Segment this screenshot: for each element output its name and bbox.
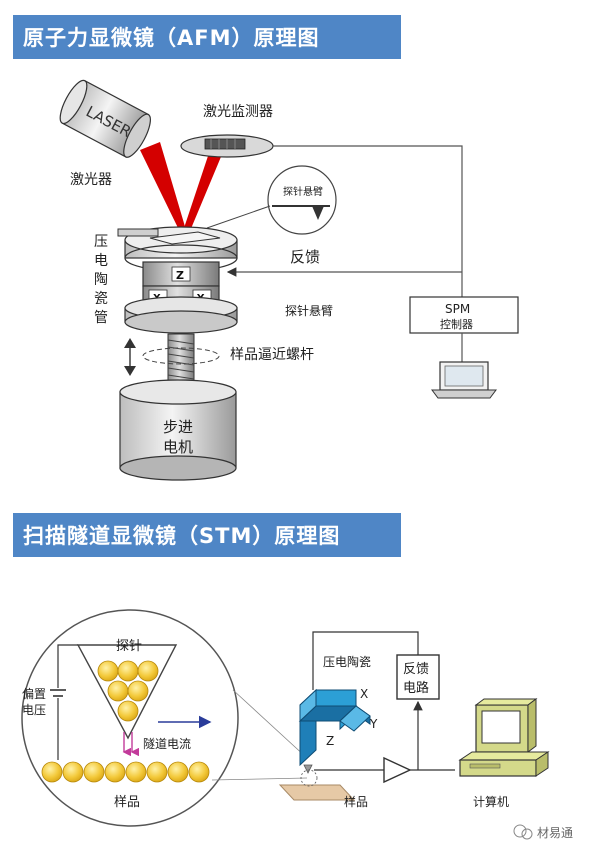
sample-inset-label: 样品: [114, 795, 140, 810]
laser-head: LASER: [59, 79, 151, 158]
cantilever-label: 探针悬臂: [285, 303, 333, 318]
incident-laser-beam: [140, 142, 186, 232]
feedback-circuit-box: 反馈 电路: [396, 654, 440, 700]
laser-label: 激光器: [70, 171, 112, 188]
screw-label: 样品逼近螺杆: [230, 347, 314, 363]
afm-section-title: 原子力显微镜（AFM）原理图: [13, 15, 401, 59]
probe-label: 探针: [116, 639, 142, 654]
cantilever-inset: 探针悬臂: [206, 165, 337, 235]
piezo-scanner: [298, 688, 371, 774]
bias-label-line2: 电压: [22, 703, 46, 717]
motor-text-line1: 步进: [163, 418, 193, 436]
piezo-tube: Z X Y: [117, 226, 238, 334]
spm-controller: SPM 控制器: [409, 296, 519, 334]
piezo-char: 电: [94, 253, 108, 269]
piezo-char: 压: [94, 234, 108, 250]
stm-x-label: X: [360, 687, 368, 701]
sample-atoms: [41, 761, 210, 783]
bias-label-line1: 偏置: [22, 686, 46, 701]
piezo-label: 压 电 陶 瓷 管: [94, 234, 108, 326]
stepper-motor: 步进 电机: [119, 379, 237, 481]
piezo-z-label: Z: [176, 269, 184, 282]
piezo-char: 瓷: [94, 291, 108, 307]
cantilever-inset-text: 探针悬臂: [283, 185, 323, 198]
amplifier-icon: [383, 756, 412, 784]
piezo-char: 管: [94, 310, 108, 326]
stm-diagram: 探针 样品 隧道电流 偏置: [21, 609, 550, 827]
zoom-line: [211, 777, 308, 781]
piezo-char: 陶: [94, 272, 108, 288]
tunnel-current-label: 隧道电流: [143, 736, 191, 751]
stm-piezo-label: 压电陶瓷: [323, 654, 371, 669]
feedback-circuit-line1: 反馈: [403, 662, 429, 677]
reflected-laser-beam: [183, 150, 223, 231]
afm-diagram: LASER 激光监测器 激光器 探针悬臂: [59, 79, 519, 481]
detector-label: 激光监测器: [203, 103, 273, 120]
sample-plate: [278, 784, 356, 801]
computer-label: 计算机: [473, 794, 509, 809]
feedback-circuit-line2: 电路: [403, 680, 429, 696]
sample-label: 样品: [344, 794, 368, 809]
computer-icon: [458, 698, 550, 777]
stm-z-label: Z: [326, 734, 334, 748]
detector-signal-line: [273, 145, 463, 297]
zoom-line: [232, 689, 308, 759]
stm-y-label: Y: [369, 717, 378, 731]
probe-atoms: [97, 660, 159, 722]
watermark: 材易通: [513, 824, 573, 840]
laser-detector: [180, 134, 274, 158]
watermark-text: 材易通: [537, 826, 573, 840]
probe-cone: [76, 644, 178, 740]
spm-text-line1: SPM: [445, 302, 470, 316]
laptop-icon: [431, 361, 497, 399]
motor-text-line2: 电机: [163, 438, 193, 456]
feedback-label: 反馈: [290, 248, 320, 266]
stm-section-title: 扫描隧道显微镜（STM）原理图: [13, 513, 401, 557]
spm-text-line2: 控制器: [440, 317, 473, 331]
